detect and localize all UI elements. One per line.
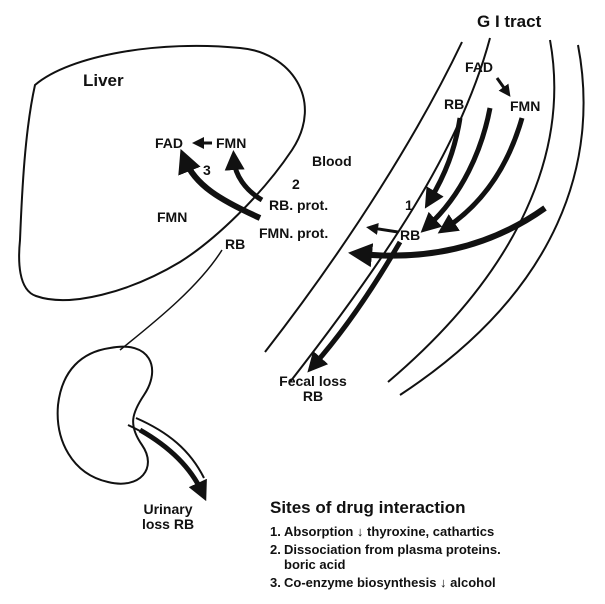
rb-to-kidney-line [120,250,222,350]
legend-item: 3. Co-enzyme biosynthesis ↓ alcohol [270,575,605,590]
blood-label: Blood [312,154,352,169]
kidney-outline [58,347,152,484]
legend-item-number: 2. [270,542,284,572]
fmn-prot-label: FMN. prot. [259,226,328,241]
legend-item-text: Co-enzyme biosynthesis ↓ alcohol [284,575,496,590]
fad-liver-label: FAD [155,136,183,151]
legend-item-number: 3. [270,575,284,590]
legend-title: Sites of drug interaction [270,498,605,518]
legend-item-text: Dissociation from plasma proteins. boric… [284,542,501,572]
fmn-blood-label: FMN [157,210,187,225]
urinary-loss-label: Urinary loss RB [118,502,218,532]
site-2-label: 2 [292,177,300,192]
liver-outline [19,46,305,300]
fad-gi-label: FAD [465,60,493,75]
rb-liver-label: RB [225,237,245,252]
legend-item: 2. Dissociation from plasma proteins. bo… [270,542,605,572]
liver-label: Liver [83,73,124,88]
rb-absorption-arrow [430,118,460,200]
fmn-liver-label: FMN [216,136,246,151]
fad-to-fmn-arrow [497,78,507,92]
site-3-label: 3 [203,163,211,178]
rb-prot-label: RB. prot. [269,198,328,213]
drug-interaction-legend: Sites of drug interaction 1. Absorption … [270,498,605,593]
fmn-gi-label: FMN [510,99,540,114]
gi-tract-label: G I tract [477,14,541,29]
fecal-loss-label: Fecal loss RB [268,374,358,404]
fecal-loss-arrow [314,242,400,365]
rb-blood-label: RB [400,228,420,243]
gi-tract-line-4 [400,45,584,395]
legend-item-text: Absorption ↓ thyroxine, cathartics [284,524,494,539]
legend-item-number: 1. [270,524,284,539]
site-1-label: 1 [405,198,413,213]
legend-item: 1. Absorption ↓ thyroxine, cathartics [270,524,605,539]
rb-binding-arrow [372,228,398,232]
rb-gi-label: RB [444,97,464,112]
